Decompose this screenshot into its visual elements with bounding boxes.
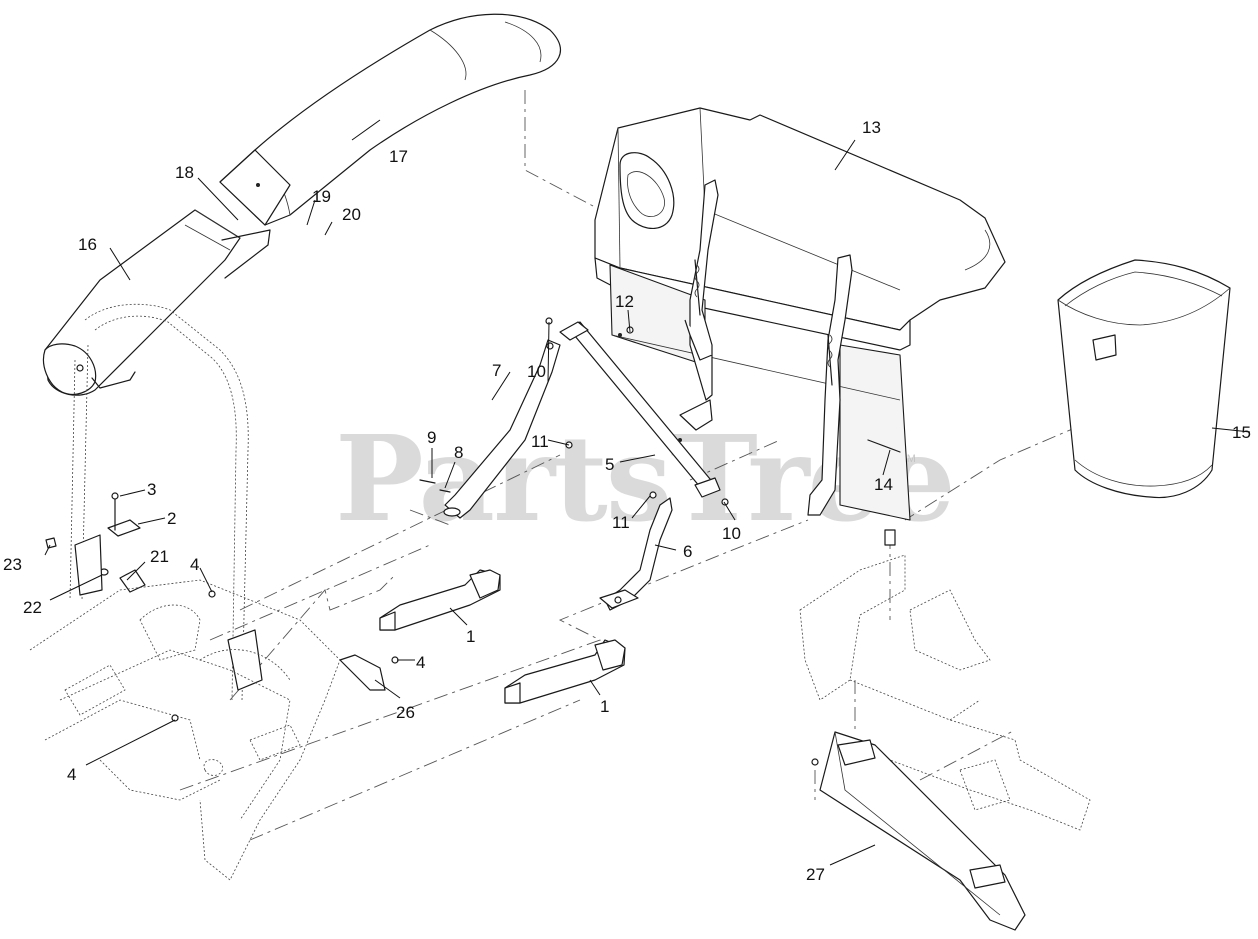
callout-18: 18 [175,163,194,182]
discharge-tube-lower [42,209,271,396]
collection-bag [1057,259,1231,499]
pin-washer-nut [45,534,146,596]
callout-21: 21 [150,547,169,566]
small-bracket [107,492,141,537]
callout-14: 14 [874,475,893,494]
callouts: 1 1 2 3 4 4 4 5 6 7 8 9 10 10 11 11 12 1… [3,118,1251,884]
callout-2: 2 [167,509,176,528]
callout-3: 3 [147,480,156,499]
chute-deflector [819,731,1026,931]
mower-frame [29,579,341,881]
callout-20: 20 [342,205,361,224]
support-arm-right [599,497,673,611]
discharge-tube-upper [219,13,561,226]
callout-4-frame: 4 [67,765,76,784]
callout-15: 15 [1232,423,1251,442]
callout-22: 22 [23,598,42,617]
callout-8: 8 [454,443,463,462]
callout-1-lower: 1 [600,697,609,716]
callout-19: 19 [312,187,331,206]
mounting-bracket-lower [504,639,626,704]
cross-bar [559,321,721,498]
callout-16: 16 [78,235,97,254]
callout-4-bracket: 4 [416,653,425,672]
plate [339,654,386,691]
alignment-lines [179,90,1106,841]
callout-1-upper: 1 [466,627,475,646]
hood-brackets [679,179,853,516]
callout-10-lower: 10 [722,524,741,543]
hardware [171,317,901,766]
callout-26: 26 [396,703,415,722]
callout-7: 7 [492,361,501,380]
callout-4-roll-bar: 4 [190,555,199,574]
callout-6: 6 [683,542,692,561]
callout-27: 27 [806,865,825,884]
callout-12: 12 [615,292,634,311]
leader-lines [44,119,1251,866]
mower-frame-right [799,554,1091,831]
callout-23: 23 [3,555,22,574]
callout-10-upper: 10 [527,362,546,381]
callout-13: 13 [862,118,881,137]
callout-17: 17 [389,147,408,166]
callout-9: 9 [427,428,436,447]
callout-11-lower: 11 [612,513,630,532]
mounting-bracket-upper [379,569,501,631]
callout-11-upper: 11 [531,432,549,451]
callout-5: 5 [605,455,614,474]
